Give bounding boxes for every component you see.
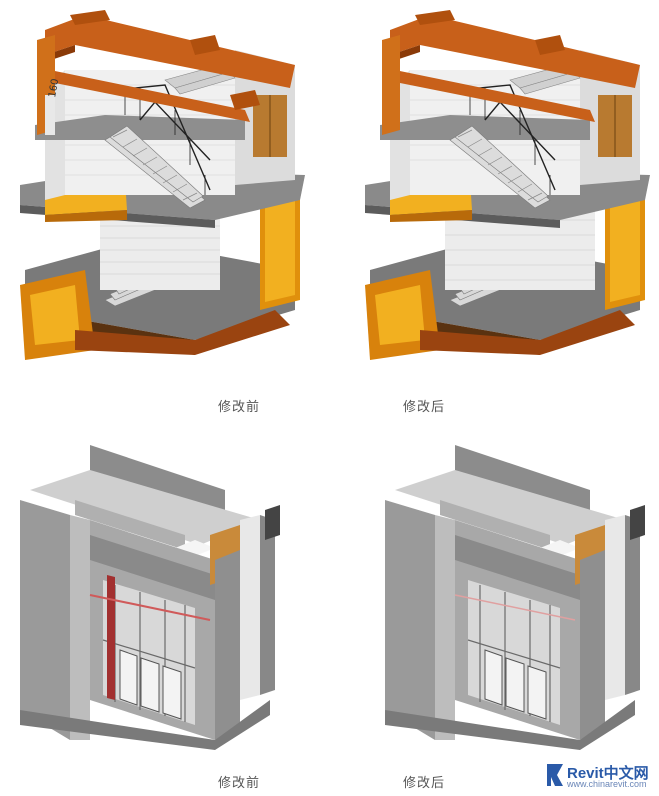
revit-logo-icon xyxy=(547,764,563,786)
revit-watermark: Revit中文网 www.chinarevit.com xyxy=(545,760,655,792)
stair-model-after xyxy=(365,10,650,360)
caption-before-top: 修改前 xyxy=(218,400,261,415)
watermark-url: www.chinarevit.com xyxy=(567,779,647,789)
caption-after-bottom: 修改后 xyxy=(403,776,446,791)
facade-model-before xyxy=(20,445,280,750)
facade-model-after xyxy=(385,445,645,750)
stair-model-before: 160 xyxy=(20,10,305,360)
model-label: 160 xyxy=(47,78,61,99)
caption-after-top: 修改后 xyxy=(403,400,446,415)
caption-before-bottom: 修改前 xyxy=(218,776,261,791)
watermark-brand: Revit中文网 xyxy=(567,765,649,782)
